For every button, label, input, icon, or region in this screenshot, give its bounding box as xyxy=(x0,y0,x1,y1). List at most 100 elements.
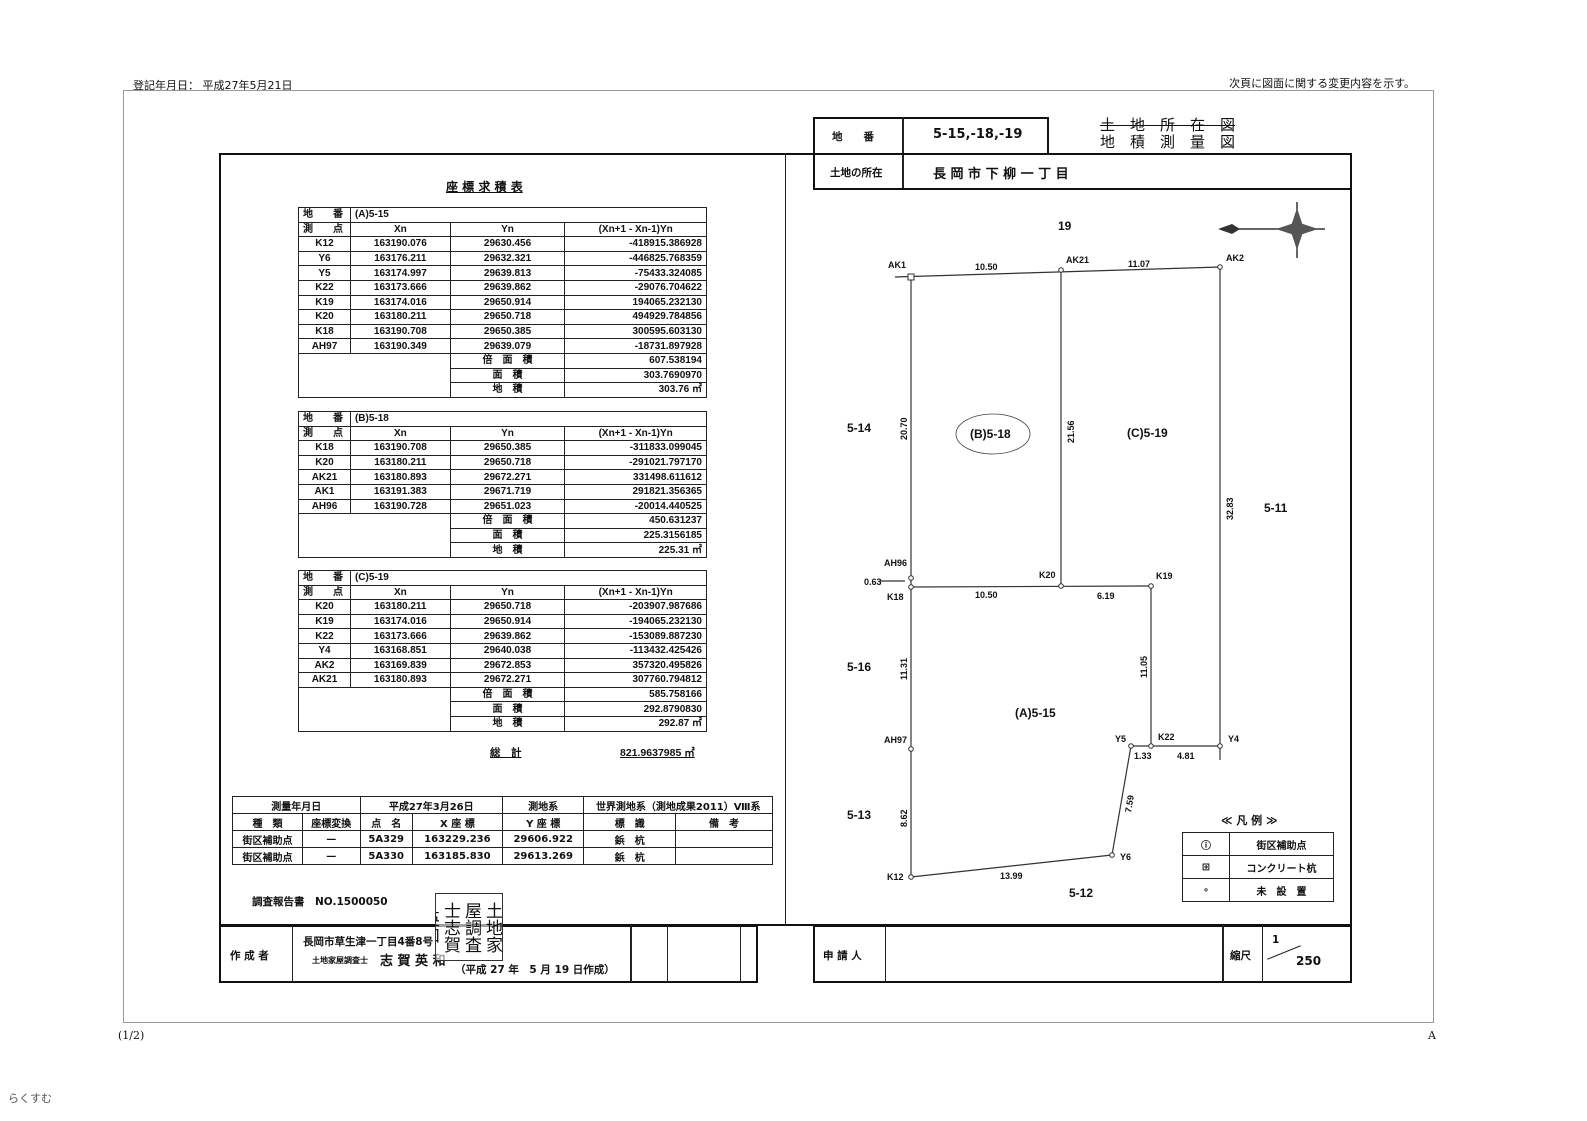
cell: 29613.269 xyxy=(501,847,585,865)
location-label: 土地の所在 xyxy=(830,167,883,179)
distance-label: 6.19 xyxy=(1097,591,1115,601)
land-area-value: 225.31 ㎡ xyxy=(564,542,707,558)
distance-label: 1.33 xyxy=(1134,751,1152,761)
divider xyxy=(740,925,741,982)
distance-label: 21.56 xyxy=(1066,420,1076,443)
neighbor-lot-label: 5-12 xyxy=(1069,886,1093,900)
point-label: Y4 xyxy=(1228,734,1239,744)
parcel-label: (A)5-15 xyxy=(1015,706,1056,720)
divider xyxy=(1262,925,1263,982)
registration-date: 登記年月日： 平成27年5月21日 xyxy=(133,79,293,92)
neighbor-lot-label: 5-16 xyxy=(847,660,871,674)
legend-title: ≪ 凡 例 ≫ xyxy=(1221,814,1278,827)
divider xyxy=(630,925,632,982)
scale-label: 縮尺 xyxy=(1230,950,1251,962)
legend-label: コンクリート杭 xyxy=(1229,855,1334,879)
author-date: （平成 27 年 5 月 19 日作成） xyxy=(455,964,615,976)
point-label: AK1 xyxy=(888,260,906,270)
legend-label: 街区補助点 xyxy=(1229,832,1334,856)
calc-table-title: 座 標 求 積 表 xyxy=(446,180,523,194)
distance-label: 20.70 xyxy=(899,417,909,440)
cell: 163185.830 xyxy=(411,847,503,865)
total-value: 821.9637985 ㎡ xyxy=(620,747,695,759)
next-page-note: 次頁に図面に関する変更内容を示す。 xyxy=(1229,77,1415,90)
location-box xyxy=(813,153,1352,190)
distance-label: 7.59 xyxy=(1123,794,1136,813)
distance-label: 0.63 xyxy=(864,577,882,587)
report-number: 調査報告書 NO.1500050 xyxy=(252,896,388,908)
point-label: K22 xyxy=(1158,732,1175,742)
author-label: 作 成 者 xyxy=(230,950,269,962)
land-area-label: 地 積 xyxy=(449,382,566,398)
total-label: 総 計 xyxy=(490,747,522,759)
distance-label: 11.05 xyxy=(1139,656,1149,678)
point-label: AK2 xyxy=(1226,253,1244,263)
legend-label: 未 設 置 xyxy=(1229,878,1334,902)
parcel-labels: (A)5-15 (B)5-18 (C)5-19 19 5-14 5-16 5-1… xyxy=(847,219,1288,900)
point-label: AH97 xyxy=(884,735,907,745)
point-label: K18 xyxy=(887,592,904,602)
author-name: 志 賀 英 和 xyxy=(380,954,446,969)
point-markers xyxy=(907,264,1223,880)
land-area-value: 292.87 ㎡ xyxy=(564,715,707,732)
distance-label: 32.83 xyxy=(1225,497,1235,520)
point-label: Y5 xyxy=(1115,734,1126,744)
parcel-label: (C)5-19 xyxy=(1127,426,1168,440)
cell: 鋲 杭 xyxy=(583,847,676,865)
struck-title: 土 地 所 在 図 xyxy=(1100,116,1236,134)
corner-mark: A xyxy=(1428,1029,1436,1042)
blank-cell xyxy=(298,352,451,398)
distance-label: 8.62 xyxy=(899,809,909,827)
watermark: らくすむ xyxy=(8,1092,52,1105)
page-number: (1/2) xyxy=(118,1029,145,1042)
reference-point-table: 測量年月日平成27年3月26日測地系世界測地系（測地成果2011）Ⅷ系 種 類座… xyxy=(232,796,773,865)
cell xyxy=(675,847,773,865)
divider xyxy=(667,925,668,982)
applicant-label: 申 請 人 xyxy=(823,950,862,962)
land-area-value: 303.76 ㎡ xyxy=(564,382,707,398)
scale-numerator: 1 xyxy=(1272,934,1280,946)
point-label: AK21 xyxy=(1066,255,1089,265)
neighbor-lot-label: 5-14 xyxy=(847,421,871,435)
point-label: AH96 xyxy=(884,558,907,568)
point-label: K20 xyxy=(1039,570,1056,580)
blank-cell xyxy=(298,513,451,558)
center-divider xyxy=(785,153,786,925)
location-value: 長 岡 市 下 柳 一 丁 目 xyxy=(933,167,1069,182)
author-address: 長岡市草生津一丁目4番8号 xyxy=(303,936,434,948)
scale-denominator: 250 xyxy=(1296,954,1322,968)
point-labels: AK1 AK21 AK2 AH96 K18 K20 K19 AH97 Y5 K2… xyxy=(884,253,1244,882)
cell: 街区補助点 xyxy=(232,847,303,865)
legend-symbol-icon: ⊞ xyxy=(1182,855,1230,879)
point-label: K12 xyxy=(887,872,904,882)
neighbor-lot-label: 5-13 xyxy=(847,808,871,822)
distance-labels: 10.50 11.07 20.70 21.56 32.83 0.63 10.50… xyxy=(864,259,1235,881)
legend-symbol-icon: ∘ xyxy=(1182,878,1230,902)
lot-value: 5-15,-18,-19 xyxy=(933,127,1023,142)
document-title: 地 積 測 量 図 xyxy=(1100,133,1236,151)
divider xyxy=(1222,925,1224,982)
parcel-circle xyxy=(955,413,1031,455)
divider xyxy=(292,925,293,982)
neighbor-lot-label: 5-11 xyxy=(1264,501,1288,515)
